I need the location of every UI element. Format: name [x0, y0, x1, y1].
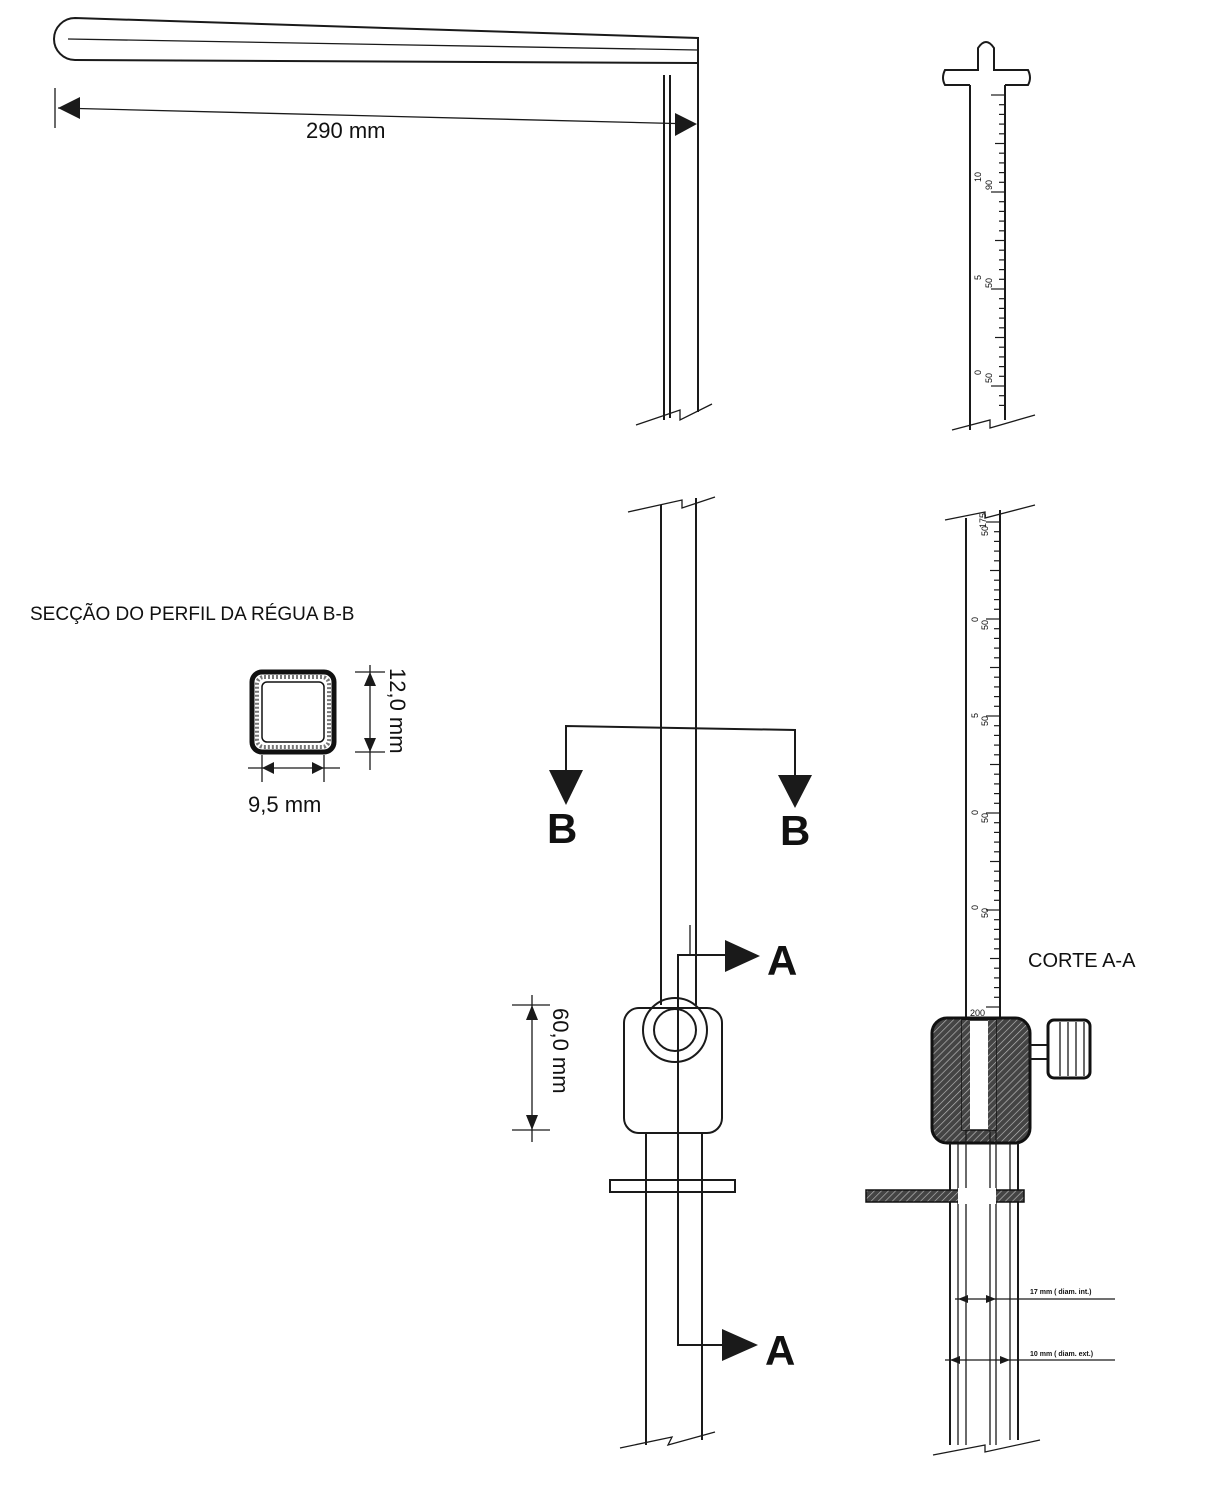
- profile-height-arrow-top: [364, 672, 376, 686]
- inner-diameter-label: 17 mm ( diam. int.): [1030, 1289, 1091, 1296]
- section-b-profile: SECÇÃO DO PERFIL DA RÉGUA B-B 12,0 mm 9,…: [30, 603, 410, 817]
- scale-bottom-number: 5: [970, 713, 980, 718]
- collar-plate: [609, 1179, 736, 1193]
- rod-front-view: B B A A 60,0 mm: [512, 496, 812, 1449]
- profile-width-arrow-left: [262, 762, 274, 774]
- scale-bottom-ticks: [986, 521, 1000, 1008]
- section-bottom-break-line: [932, 1439, 1041, 1456]
- scale-bottom-number: 0: [970, 810, 980, 815]
- cut-b-arrow-right: [778, 775, 812, 808]
- scale-top-number: 10: [973, 172, 983, 182]
- arm-dim-arrow-right: [675, 113, 697, 136]
- scale-bottom-number: 0: [970, 617, 980, 622]
- clamp-block-bore-hatch: [962, 1020, 970, 1130]
- scale-bottom-number: 50: [980, 620, 990, 630]
- arm-dim-line: [57, 107, 696, 125]
- profile-height-arrow-bottom: [364, 738, 376, 752]
- scale-top-knob: [942, 41, 1031, 86]
- scale-top-view: 10 90 5 50 0 50: [942, 41, 1036, 431]
- profile-inner: [261, 681, 325, 743]
- cut-b-line: [565, 724, 796, 790]
- scale-bottom-number: 50: [980, 526, 990, 536]
- scale-bottom-number: 50: [980, 908, 990, 918]
- arm-length-label: 290 mm: [306, 118, 385, 143]
- arm-dim-arrow-left: [58, 97, 80, 119]
- scale-top-number: 50: [984, 278, 994, 288]
- cut-b-right-label: B: [780, 807, 810, 854]
- profile-width-arrow-right: [312, 762, 324, 774]
- rod-top-break-line: [627, 496, 716, 513]
- inner-diam-arrow-right: [986, 1295, 996, 1303]
- clamp-block-bore-hatch: [988, 1020, 996, 1130]
- scale-bottom-number: 50: [980, 813, 990, 823]
- scale-top-numbers: 10 90 5 50 0 50: [973, 172, 994, 383]
- scale-bottom-number: 0: [970, 905, 980, 910]
- cut-b-left-label: B: [547, 805, 577, 852]
- section-b-title: SECÇÃO DO PERFIL DA RÉGUA B-B: [30, 603, 354, 625]
- slide-block-outer-ring: [642, 997, 708, 1063]
- cut-a-bottom-label: A: [765, 1327, 795, 1374]
- knob-head: [1046, 1018, 1092, 1080]
- inner-diam-arrow-left: [958, 1295, 968, 1303]
- cut-a-top-label: A: [767, 937, 797, 984]
- scale-bottom-numbers: 175 50 0 50 5 50 0 50 0 50 200: [970, 513, 990, 1018]
- rod-bottom-break-line: [619, 1431, 716, 1449]
- outer-diam-arrow-right: [1000, 1356, 1010, 1364]
- scale-top-ticks: [991, 94, 1005, 406]
- block-dim-arrow-bottom: [526, 1115, 538, 1130]
- knob-grip-lines: [1059, 1022, 1085, 1076]
- scale-bottom-number: 200: [970, 1008, 985, 1018]
- outer-diam-arrow-left: [950, 1356, 960, 1364]
- arm-break-line: [635, 403, 713, 426]
- profile-height-label: 12,0 mm: [385, 668, 410, 754]
- profile-hatch: [255, 675, 331, 749]
- profile-width-label: 9,5 mm: [248, 792, 321, 817]
- scale-bottom-break-line: [944, 504, 1036, 521]
- collar-plate-gap: [958, 1188, 996, 1204]
- profile-outer: [249, 669, 337, 755]
- section-a-title: CORTE A-A: [1028, 950, 1136, 972]
- scale-top-number: 0: [973, 370, 983, 375]
- knob-stem: [1029, 1044, 1049, 1060]
- scale-top-number: 90: [984, 180, 994, 190]
- arm-outline: [53, 16, 699, 65]
- arm-view: 290 mm: [53, 16, 713, 426]
- scale-top-number: 5: [973, 275, 983, 280]
- block-dim-arrow-top: [526, 1005, 538, 1020]
- slide-block-inner-ring: [653, 1008, 697, 1052]
- arm-center-line: [67, 38, 699, 51]
- scale-bottom-number: 50: [980, 716, 990, 726]
- scale-bottom-number: 175: [978, 513, 988, 528]
- cut-a-arrow-bottom: [722, 1329, 758, 1361]
- block-height-label: 60,0 mm: [548, 1008, 573, 1094]
- cut-a-arrow-top: [725, 940, 760, 972]
- scale-top-number: 50: [984, 373, 994, 383]
- cut-b-arrow-left: [549, 770, 583, 805]
- collar-plate-section: [865, 1189, 1025, 1203]
- scale-top-break-line: [951, 414, 1036, 431]
- cut-a-line: [677, 954, 730, 1346]
- section-a-view: 175 50 0 50 5 50 0 50 0 50 200: [865, 504, 1136, 1456]
- outer-diameter-label: 10 mm ( diam. ext.): [1030, 1351, 1093, 1358]
- slide-block: [623, 1007, 723, 1134]
